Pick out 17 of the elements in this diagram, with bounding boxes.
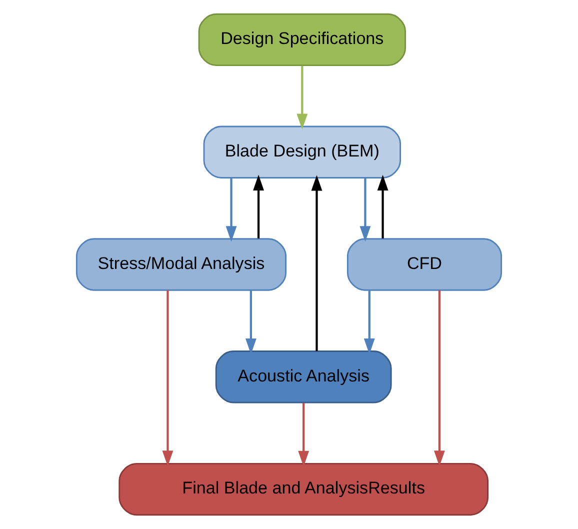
arrow: [377, 174, 388, 238]
arrow: [296, 66, 308, 130]
arrow: [364, 290, 375, 354]
node-box: Design Specifications: [198, 13, 406, 66]
arrow: [360, 178, 371, 242]
arrow: [162, 290, 174, 466]
arrow: [298, 402, 310, 467]
arrow: [226, 178, 237, 242]
node-box: Blade Design (BEM): [203, 126, 402, 178]
node-box: Final Blade and AnalysisResults: [118, 462, 488, 516]
node-box: Acoustic Analysis: [215, 350, 392, 404]
arrow: [311, 175, 322, 352]
arrow: [245, 290, 256, 354]
arrow: [253, 174, 264, 238]
node-box: Stress/Modal Analysis: [76, 238, 287, 291]
node-box: CFD: [346, 238, 502, 291]
arrow: [434, 290, 445, 466]
